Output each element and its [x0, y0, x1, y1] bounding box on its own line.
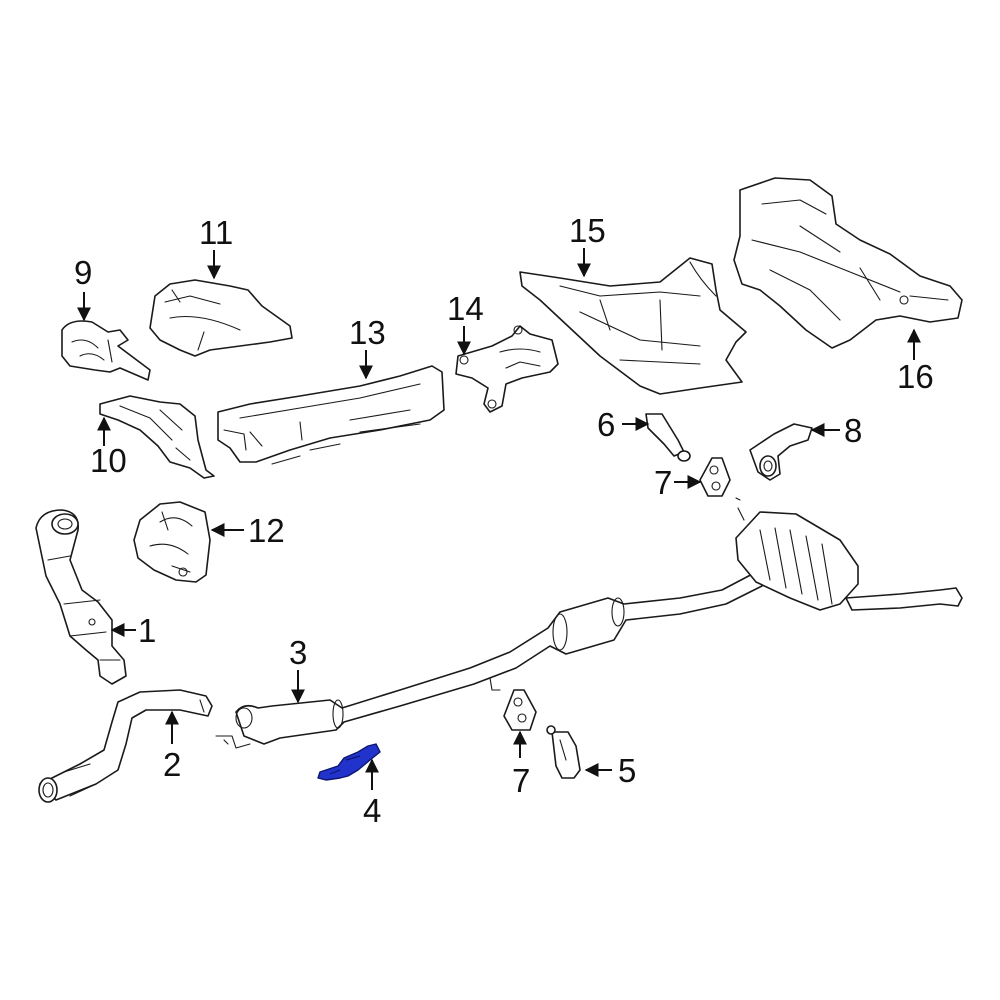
callout-7-upper: 7 — [654, 464, 672, 501]
callout-7-lower: 7 — [512, 762, 530, 799]
part-2-front-pipe — [38, 689, 213, 803]
callout-14: 14 — [447, 290, 484, 327]
part-5-hanger-bracket — [546, 725, 581, 779]
callout-13: 13 — [349, 314, 386, 351]
part-6-bracket — [645, 413, 691, 462]
part-16-heat-shield — [733, 177, 963, 349]
callout-11: 11 — [199, 214, 233, 251]
rear-muffler — [735, 497, 963, 611]
callout-16: 16 — [897, 358, 934, 395]
part-9-heat-shield — [61, 320, 151, 381]
part-8-clamp — [749, 423, 813, 481]
callout-9: 9 — [74, 254, 92, 291]
part-11-heat-shield — [149, 279, 293, 357]
callout-6: 6 — [597, 406, 615, 443]
part-7-rubber-isolator-upper — [699, 457, 731, 497]
part-14-heat-shield — [455, 325, 559, 413]
part-13-heat-shield — [217, 365, 445, 465]
callout-2: 2 — [163, 746, 181, 783]
callout-1: 1 — [138, 612, 156, 649]
part-7-rubber-isolator-lower — [503, 689, 537, 731]
part-10-heat-shield-bracket — [99, 395, 215, 479]
part-15-heat-shield — [519, 257, 747, 395]
leader-arrows — [77, 248, 921, 790]
part-1-catalytic-converter — [35, 509, 127, 685]
callout-8: 8 — [844, 412, 862, 449]
callout-5: 5 — [618, 752, 636, 789]
callout-labels: 1 2 3 4 5 6 7 7 8 9 10 11 12 13 14 15 16 — [74, 212, 934, 829]
callout-3: 3 — [289, 634, 307, 671]
callout-15: 15 — [569, 212, 606, 249]
part-12-bracket — [133, 501, 211, 583]
callout-12: 12 — [248, 512, 285, 549]
part-4-hanger-bracket — [317, 743, 381, 781]
callout-4: 4 — [363, 792, 381, 829]
part-3-exhaust-pipe — [215, 569, 763, 749]
callout-10: 10 — [90, 442, 127, 479]
